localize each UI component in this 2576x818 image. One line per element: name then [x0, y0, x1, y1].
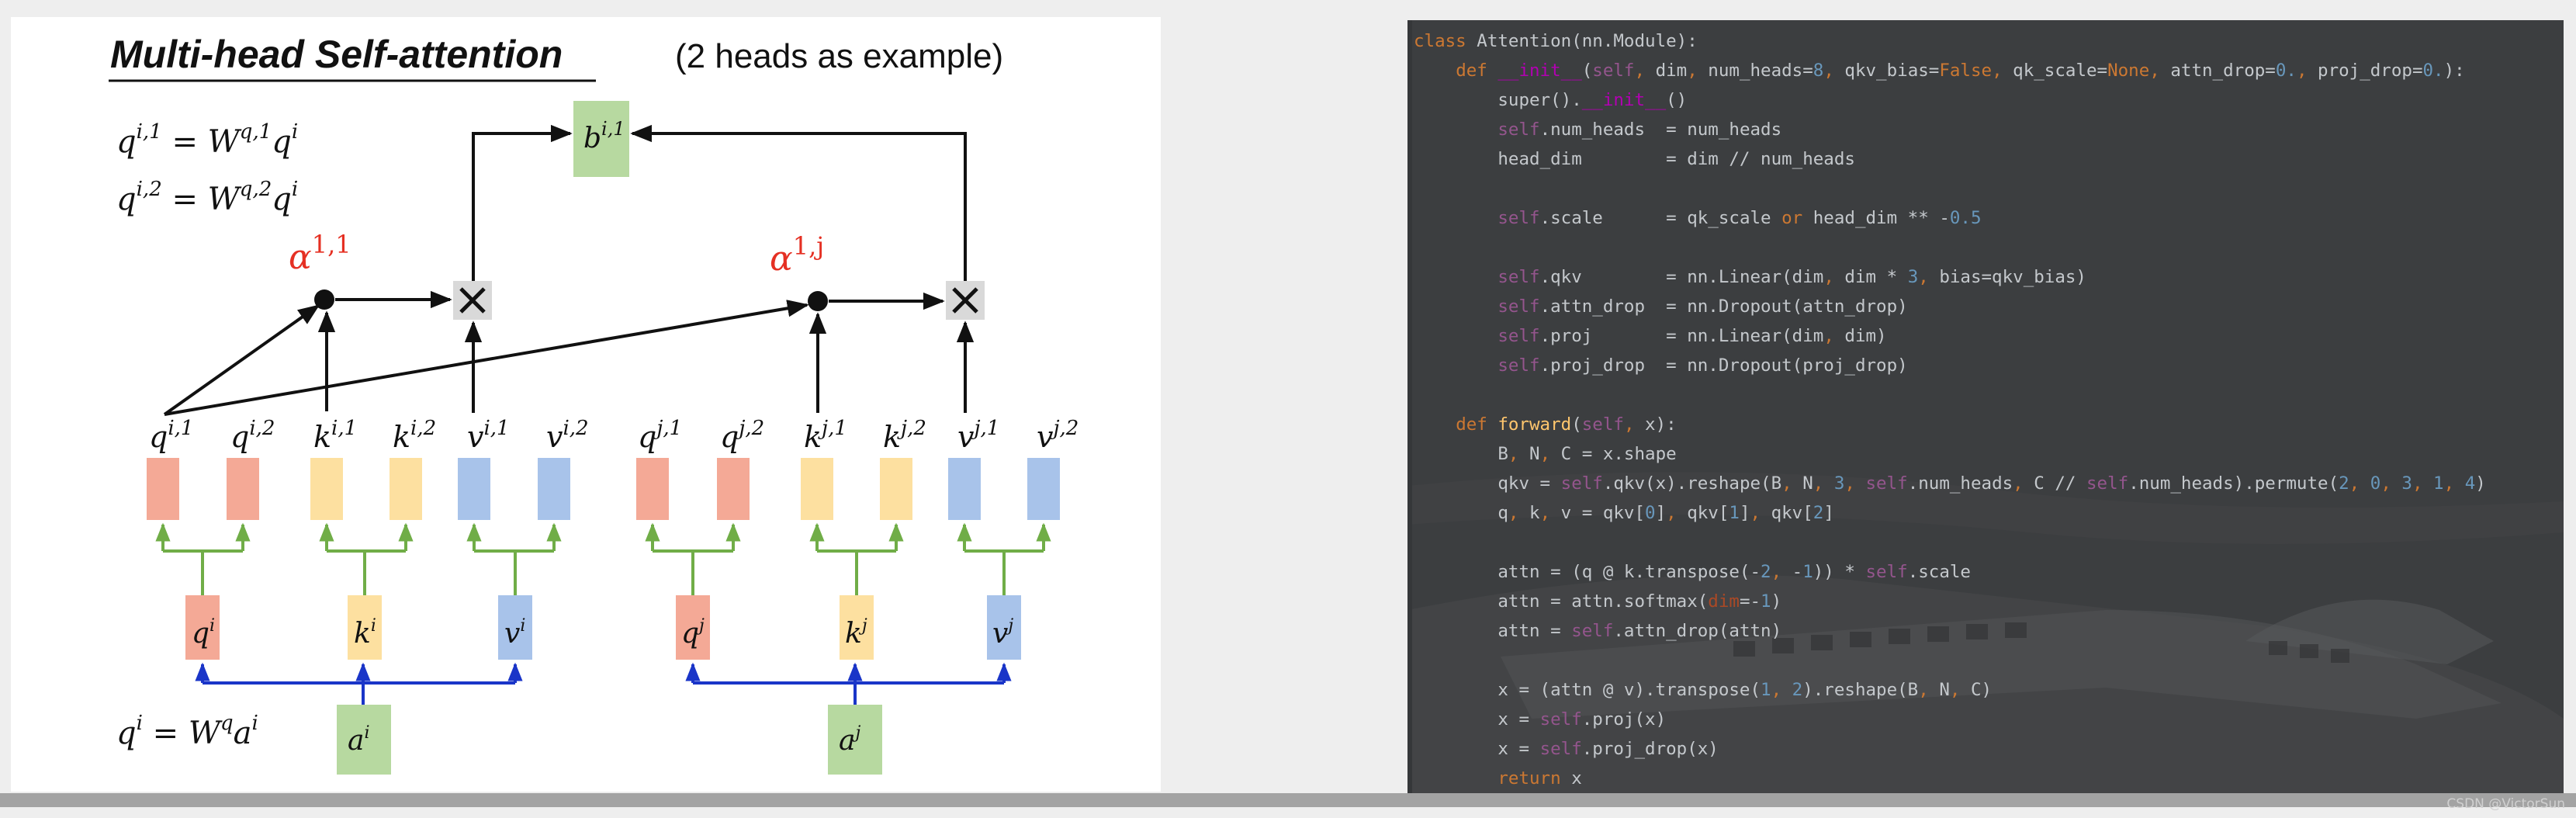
head-label: vj,1: [957, 417, 999, 454]
head-label: vi,1: [467, 417, 510, 454]
head-label: qi,2: [230, 417, 275, 454]
code-line[interactable]: class Attention(nn.Module):: [1414, 31, 1698, 51]
projection-box: [185, 595, 220, 660]
code-line[interactable]: x = self.proj(x): [1414, 709, 1667, 730]
value-head1-bar: [948, 458, 981, 520]
code-line[interactable]: x = (attn @ v).transpose(1, 2).reshape(B…: [1414, 680, 1993, 700]
token-j-group: qj,1 qj,2 kj,1 kj,2 vj,1 vj,2 qj: [636, 417, 1079, 775]
head-label: qj,1: [638, 417, 682, 454]
head-vectors-j: [636, 458, 1060, 520]
alpha-label-left: α1,1: [289, 230, 351, 277]
key-head1-bar: [310, 458, 343, 520]
key-head1-bar: [801, 458, 833, 520]
value-head2-bar: [538, 458, 570, 520]
python-attention-code[interactable]: class Attention(nn.Module): def __init__…: [1414, 26, 2486, 793]
code-line[interactable]: attn = (q @ k.transpose(-2, -1)) * self.…: [1414, 562, 1971, 582]
head-labels-j: qj,1 qj,2 kj,1 kj,2 vj,1 vj,2: [638, 417, 1079, 454]
projection-box: [676, 595, 710, 660]
head-labels-i: qi,1 qi,2 ki,1 ki,2 vi,1 vi,2: [149, 417, 589, 454]
value-head1-bar: [458, 458, 490, 520]
query-head1-bar: [636, 458, 669, 520]
projection-box: [840, 595, 874, 660]
key-head2-bar: [390, 458, 422, 520]
input-box-i: [337, 705, 391, 775]
equation-q-head2: qi,2 = Wq,2qi: [116, 178, 298, 217]
code-line[interactable]: self.proj = nn.Linear(dim, dim): [1497, 326, 1887, 346]
green-tree-j: [645, 522, 1051, 595]
equation-q-from-a: qi = Wqai: [116, 712, 258, 751]
code-line[interactable]: self.qkv = nn.Linear(dim, dim * 3, bias=…: [1497, 267, 2086, 287]
code-line[interactable]: qkv = self.qkv(x).reshape(B, N, 3, self.…: [1414, 473, 2486, 494]
head-label: qj,2: [720, 417, 764, 454]
code-line[interactable]: attn = attn.softmax(dim=-1): [1414, 591, 1782, 612]
code-line[interactable]: [1414, 174, 2486, 203]
attention-score-node-right: [808, 291, 828, 311]
key-head2-bar: [880, 458, 912, 520]
query-head2-bar: [717, 458, 750, 520]
head-label: kj,1: [804, 417, 847, 454]
value-head2-bar: [1027, 458, 1060, 520]
code-line[interactable]: [1414, 233, 2486, 262]
code-line[interactable]: [1414, 646, 2486, 675]
query-head1-bar: [147, 458, 179, 520]
code-line[interactable]: self.num_heads = num_heads: [1497, 120, 1782, 140]
head-label: kj,2: [883, 417, 926, 454]
code-line[interactable]: [1414, 528, 2486, 557]
watermark: CSDN @VictorSun: [2446, 796, 2565, 812]
code-line[interactable]: [1414, 380, 2486, 410]
code-line[interactable]: self.attn_drop = nn.Dropout(attn_drop): [1497, 296, 1908, 317]
green-tree-i: [155, 522, 562, 595]
projection-boxes-j: qj kj vj: [676, 595, 1021, 660]
attention-diagram-slide: Multi-head Self-attention (2 heads as ex…: [11, 17, 1161, 792]
projection-box: [348, 595, 382, 660]
blue-feed-i: [195, 662, 523, 705]
head-label: vi,2: [546, 417, 589, 454]
code-line[interactable]: def forward(self, x):: [1456, 414, 1677, 435]
code-line[interactable]: def __init__(self, dim, num_heads=8, qkv…: [1456, 61, 2465, 81]
head-label: ki,1: [313, 417, 357, 454]
code-line[interactable]: head_dim = dim // num_heads: [1414, 149, 1855, 169]
projection-box: [987, 595, 1021, 660]
bottom-divider-bar: [0, 793, 2576, 807]
head-label: qi,1: [149, 417, 193, 454]
projection-boxes-i: qi ki vi: [185, 595, 532, 660]
query-head2-bar: [227, 458, 259, 520]
code-line[interactable]: super().__init__(): [1414, 90, 1688, 110]
output-box: [573, 101, 629, 177]
alpha-label-right: α1,j: [770, 231, 824, 279]
code-line[interactable]: q, k, v = qkv[0], qkv[1], qkv[2]: [1414, 503, 1834, 523]
code-line[interactable]: self.scale = qk_scale or head_dim ** -0.…: [1497, 208, 1982, 228]
head-vectors-i: [147, 458, 570, 520]
code-line[interactable]: self.proj_drop = nn.Dropout(proj_drop): [1497, 355, 1908, 376]
head-label: ki,2: [393, 417, 436, 454]
code-editor-panel: class Attention(nn.Module): def __init__…: [1407, 20, 2564, 793]
blue-feed-j: [685, 662, 1012, 705]
slide-subtitle: (2 heads as example): [675, 37, 1003, 75]
multiply-box-left: [453, 281, 492, 320]
slide-title: Multi-head Self-attention: [110, 33, 563, 76]
code-line[interactable]: x = self.proj_drop(x): [1414, 739, 1719, 759]
code-line[interactable]: attn = self.attn_drop(attn): [1414, 621, 1782, 641]
editor-gutter: [1407, 20, 1412, 793]
attention-flow-arrows: [163, 124, 975, 416]
equation-q-head1: qi,1 = Wq,1qi: [116, 120, 298, 160]
multi-head-attention-diagram: Multi-head Self-attention (2 heads as ex…: [109, 33, 1079, 775]
airplane-background: [1407, 472, 2564, 793]
multiply-box-right: [946, 281, 985, 320]
input-box-j: [828, 705, 882, 775]
head-label: vj,2: [1037, 417, 1079, 454]
projection-box: [498, 595, 532, 660]
code-line[interactable]: B, N, C = x.shape: [1414, 444, 1677, 464]
code-line[interactable]: return x: [1497, 768, 1582, 789]
